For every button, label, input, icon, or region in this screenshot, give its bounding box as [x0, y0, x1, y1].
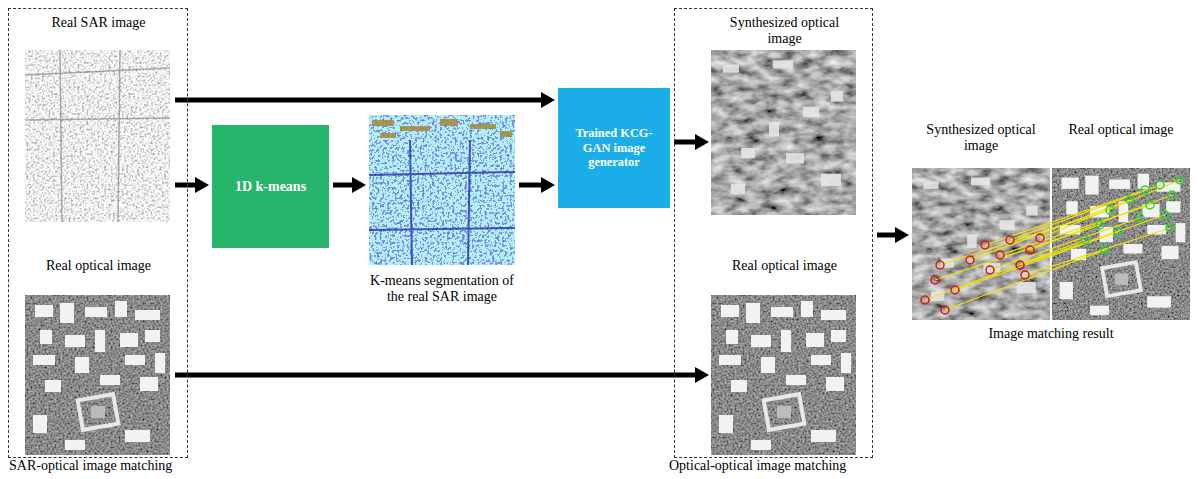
image-caption: Real optical image — [39, 258, 159, 274]
group-box: Optical-optical image matchingSynthesize… — [674, 8, 873, 458]
group-label: SAR-optical image matching — [9, 458, 172, 474]
image-caption: Real SAR image — [39, 15, 159, 31]
image-panel: K-means segmentation of the real SAR ima… — [369, 115, 515, 305]
image-panel: Real optical image — [26, 256, 171, 456]
box-label: 1D k-means — [229, 173, 312, 201]
group-label: Optical-optical image matching — [669, 458, 846, 474]
image-panel: Real SAR image — [26, 13, 171, 223]
image-caption: Image matching result — [976, 326, 1126, 342]
group-box: SAR-optical image matchingReal SAR image… — [8, 8, 188, 458]
image-caption: K-means segmentation of the real SAR ima… — [367, 273, 517, 305]
image-panel: Real optical image — [1052, 120, 1190, 320]
arrow-connector — [175, 92, 555, 108]
image-caption: Synthesized optical image — [725, 15, 845, 47]
arrow-connector — [877, 227, 909, 243]
box-label: Trained KCG-GAN image generator — [558, 120, 670, 175]
process-box: 1D k-means — [212, 125, 329, 248]
image-caption: Real optical image — [1061, 122, 1181, 138]
process-box: Trained KCG-GAN image generator — [558, 88, 670, 208]
image-caption: Real optical image — [725, 258, 845, 274]
result-panel: Image matching result Synthesized optical… — [912, 120, 1190, 342]
arrow-connector — [175, 177, 209, 193]
arrow-connector — [674, 134, 709, 150]
image-panel: Real optical image — [712, 256, 857, 456]
arrow-connector — [519, 177, 555, 193]
image-caption: Synthesized optical image — [921, 122, 1041, 154]
arrow-connector — [175, 367, 709, 383]
arrow-connector — [333, 177, 366, 193]
image-panel: Synthesized optical image — [912, 120, 1050, 320]
image-panel: Synthesized optical image — [712, 13, 857, 218]
